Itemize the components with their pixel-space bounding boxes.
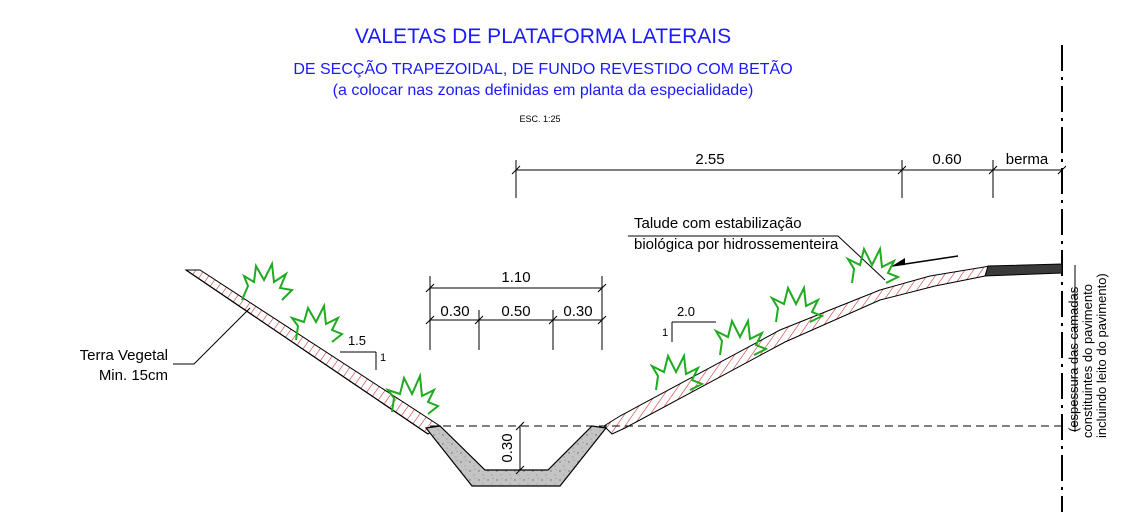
top-dimension-chain [511, 160, 1067, 198]
plant-icon [713, 317, 769, 356]
scale-label: ESC. 1:25 [519, 114, 560, 124]
pavement-leader-arrow [892, 258, 905, 266]
subtitle: DE SECÇÃO TRAPEZOIDAL, DE FUNDO REVESTID… [293, 58, 792, 78]
subtitle-note: (a colocar nas zonas definidas em planta… [333, 82, 754, 99]
pavement-note-3: incluindo leito do pavimento) [1094, 273, 1109, 438]
left-slope-indicator [340, 351, 377, 370]
right-slope-h: 2.0 [677, 304, 695, 319]
talude-label-2: biológica por hidrossementeira [634, 236, 839, 253]
plant-icon [649, 352, 705, 391]
right-slope-indicator [671, 321, 716, 342]
terra-vegetal-leader [173, 307, 251, 365]
left-topsoil-layer [184, 269, 441, 435]
dim-0-30-right: 0.30 [563, 303, 592, 320]
left-slope-h: 1.5 [348, 333, 366, 348]
plant-icon [289, 302, 344, 343]
pavement-note-2: constituintes do pavimento [1080, 284, 1095, 438]
dim-1-10: 1.10 [501, 269, 530, 286]
dim-0-30-depth: 0.30 [499, 433, 516, 462]
dim-2-55: 2.55 [695, 151, 724, 168]
dim-berma: berma [1006, 151, 1049, 168]
left-slope-v: 1 [380, 352, 386, 364]
dim-0-60: 0.60 [932, 151, 961, 168]
concrete-ditch-lining [424, 425, 608, 487]
talude-leader [628, 235, 886, 281]
plant-icon [845, 245, 901, 284]
talude-label-1: Talude com estabilização [634, 215, 802, 232]
vegetation-group [241, 245, 901, 415]
right-slope-v: 1 [662, 327, 668, 339]
terra-vegetal-label-1: Terra Vegetal [80, 347, 168, 364]
dim-0-30-left: 0.30 [440, 303, 469, 320]
plant-icon [769, 284, 825, 323]
left-slope-top-line [185, 269, 429, 435]
ditch-depth-dimension [510, 421, 530, 475]
dim-0-50: 0.50 [501, 303, 530, 320]
pavement-note-1: (espessura das camadas [1066, 286, 1081, 432]
plant-icon [241, 260, 295, 301]
main-title: VALETAS DE PLATAFORMA LATERAIS [355, 25, 731, 48]
ditch-width-dimension [425, 276, 607, 350]
right-topsoil-layer [603, 265, 991, 435]
terra-vegetal-label-2: Min. 15cm [99, 367, 168, 384]
pavement-layer [984, 263, 1063, 277]
plant-icon [385, 372, 440, 415]
